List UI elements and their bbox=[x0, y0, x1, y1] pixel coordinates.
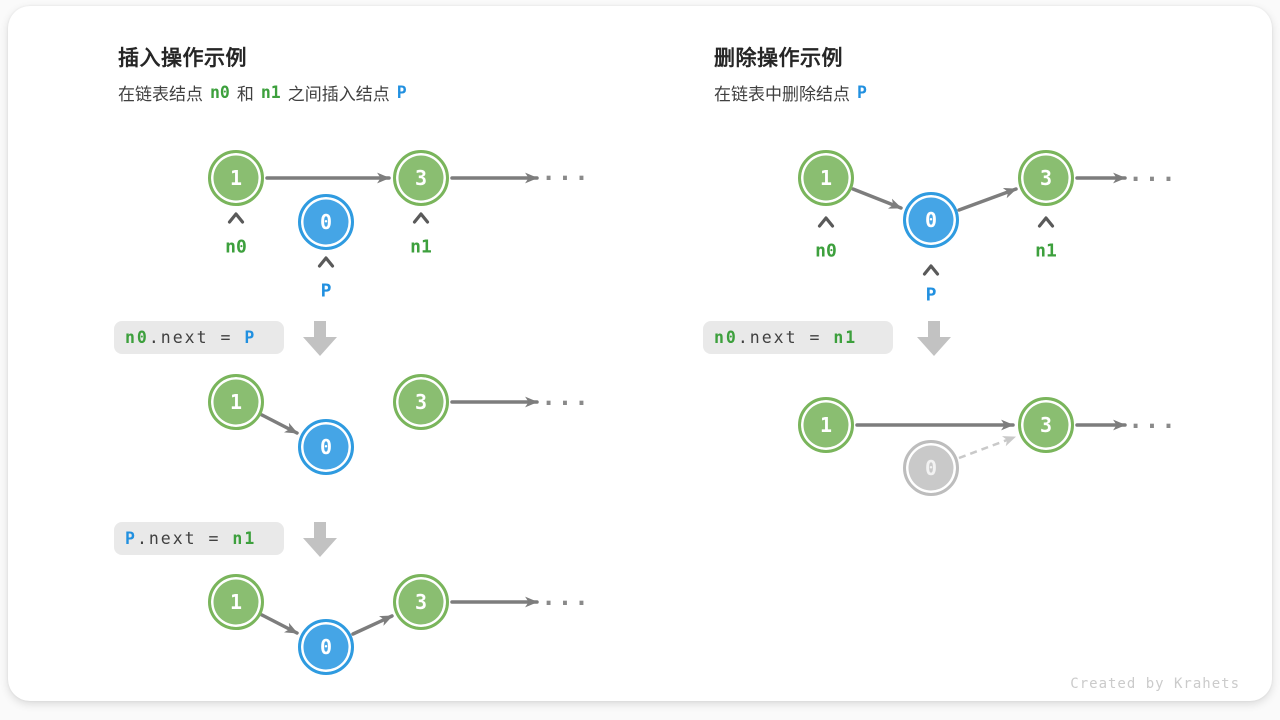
ellipsis: ... bbox=[1128, 406, 1178, 434]
ellipsis: ... bbox=[541, 583, 591, 611]
label-n0: n0 bbox=[815, 240, 837, 262]
ellipsis: ... bbox=[1128, 159, 1178, 187]
node-3: 3 bbox=[393, 374, 449, 430]
ellipsis: ... bbox=[541, 158, 591, 186]
node-0: 0 bbox=[298, 194, 354, 250]
node-0: 0 bbox=[903, 192, 959, 248]
node-0: 0 bbox=[298, 419, 354, 475]
label-p: P bbox=[320, 280, 332, 302]
label-n1: n1 bbox=[1035, 240, 1057, 262]
node-ref-p: P bbox=[396, 82, 407, 102]
node-1: 1 bbox=[798, 150, 854, 206]
subtitle-text: 和 bbox=[236, 84, 254, 104]
node-1: 1 bbox=[798, 397, 854, 453]
node-1: 1 bbox=[208, 150, 264, 206]
node-ref-n0: n0 bbox=[210, 82, 230, 102]
node-ref-p: P bbox=[857, 82, 867, 102]
code-mid: .next = bbox=[737, 328, 834, 347]
subtitle-text: 之间插入结点 bbox=[287, 84, 390, 104]
node-1: 1 bbox=[208, 374, 264, 430]
delete-section-subtitle: 在链表中删除结点 P bbox=[714, 80, 874, 104]
node-3: 3 bbox=[1018, 397, 1074, 453]
code-chip-n0-next-p: n0.next = P bbox=[114, 321, 284, 354]
insert-section-title: 插入操作示例 bbox=[118, 47, 247, 70]
watermark-credit: Created by Krahets bbox=[1070, 676, 1240, 692]
ellipsis: ... bbox=[541, 383, 591, 411]
label-p: P bbox=[925, 284, 937, 306]
code-lhs: P bbox=[125, 529, 137, 548]
node-3: 3 bbox=[393, 150, 449, 206]
subtitle-text: 在链表中删除结点 bbox=[714, 84, 850, 104]
delete-section-title: 删除操作示例 bbox=[714, 47, 843, 70]
insert-section-subtitle: 在链表结点 n0 和 n1 之间插入结点 P bbox=[118, 80, 414, 104]
code-mid: .next = bbox=[136, 529, 233, 548]
node-3: 3 bbox=[393, 574, 449, 630]
node-3: 3 bbox=[1018, 150, 1074, 206]
code-chip-p-next-n1: P.next = n1 bbox=[114, 522, 284, 555]
code-lhs: n0 bbox=[125, 328, 149, 347]
code-rhs: n1 bbox=[833, 328, 858, 347]
label-n1: n1 bbox=[410, 236, 432, 258]
code-mid: .next = bbox=[148, 328, 245, 347]
label-n0: n0 bbox=[225, 236, 247, 258]
code-rhs: P bbox=[244, 328, 257, 347]
node-0-removed: 0 bbox=[903, 440, 959, 496]
node-1: 1 bbox=[208, 574, 264, 630]
subtitle-text: 在链表结点 bbox=[118, 84, 203, 104]
node-ref-n1: n1 bbox=[260, 82, 281, 102]
code-chip-n0-next-n1: n0.next = n1 bbox=[703, 321, 893, 354]
code-lhs: n0 bbox=[714, 328, 738, 347]
code-rhs: n1 bbox=[232, 529, 257, 548]
node-0: 0 bbox=[298, 619, 354, 675]
